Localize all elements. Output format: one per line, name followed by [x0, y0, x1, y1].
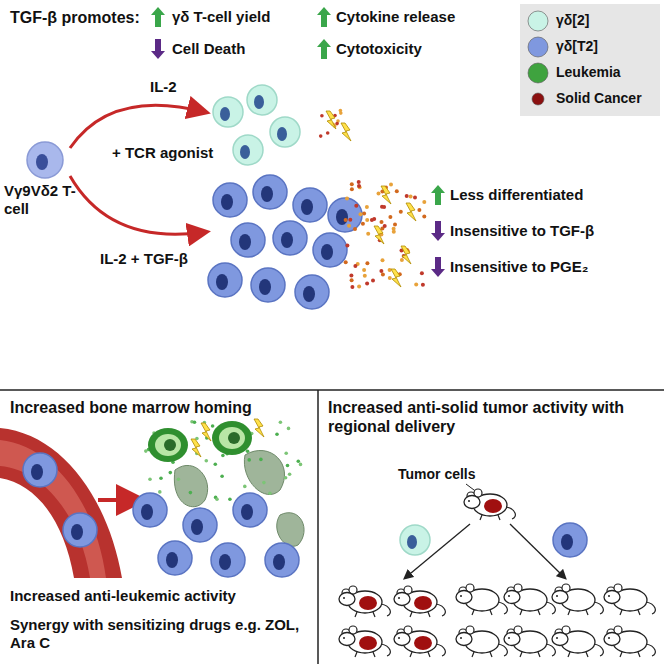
legend-row: Solid Cancer — [520, 86, 660, 112]
annotation: Less differentiated — [450, 186, 583, 204]
legend-text: γδ[2] — [556, 12, 589, 28]
legend: γδ[2] γδ[T2] LeukemiaSolid Cancer — [520, 4, 660, 116]
legend-swatch — [526, 10, 550, 32]
annotation: Cytokine release — [336, 8, 455, 26]
annotation: Cytotoxicity — [336, 40, 422, 58]
legend-row: Leukemia — [520, 60, 660, 86]
panel: Increased anti-solid tumor activity with… — [318, 390, 664, 664]
legend-swatch — [526, 62, 550, 84]
legend-swatch-fill — [528, 63, 548, 83]
legend-swatch — [526, 36, 550, 58]
annotation: Insensitive to TGF-β — [450, 222, 594, 240]
annotation: IL-2 + TGF-β — [100, 250, 188, 268]
panel-note: Increased anti-leukemic activity — [10, 587, 310, 605]
annotation: Vγ9Vδ2 T-cell — [4, 182, 84, 218]
legend-swatch — [526, 88, 550, 110]
legend-text: Leukemia — [556, 64, 621, 80]
annotation: Cell Death — [172, 40, 245, 58]
annotation: Tumor cells — [398, 466, 476, 483]
panel-heading: Increased bone marrow homing — [10, 398, 310, 417]
legend-text: Solid Cancer — [556, 90, 642, 106]
panel-heading: TGF-β promotes: — [10, 8, 150, 27]
legend-row: γδ[2] — [520, 8, 660, 34]
panel: Increased bone marrow homingIncreased an… — [0, 390, 318, 664]
legend-swatch-fill — [528, 37, 548, 57]
legend-swatch-fill — [532, 93, 544, 105]
panel-note: Synergy with sensitizing drugs e.g. ZOL,… — [10, 616, 310, 652]
legend-swatch-fill — [528, 11, 548, 31]
panel-heading: Increased anti-solid tumor activity with… — [328, 398, 658, 436]
legend-row: γδ[T2] — [520, 34, 660, 60]
legend-text: γδ[T2] — [556, 38, 598, 54]
annotation: γδ T-cell yield — [172, 8, 270, 26]
annotation: Insensitive to PGE₂ — [450, 258, 588, 276]
annotation: + TCR agonist — [112, 144, 213, 162]
annotation: IL-2 — [150, 78, 177, 96]
